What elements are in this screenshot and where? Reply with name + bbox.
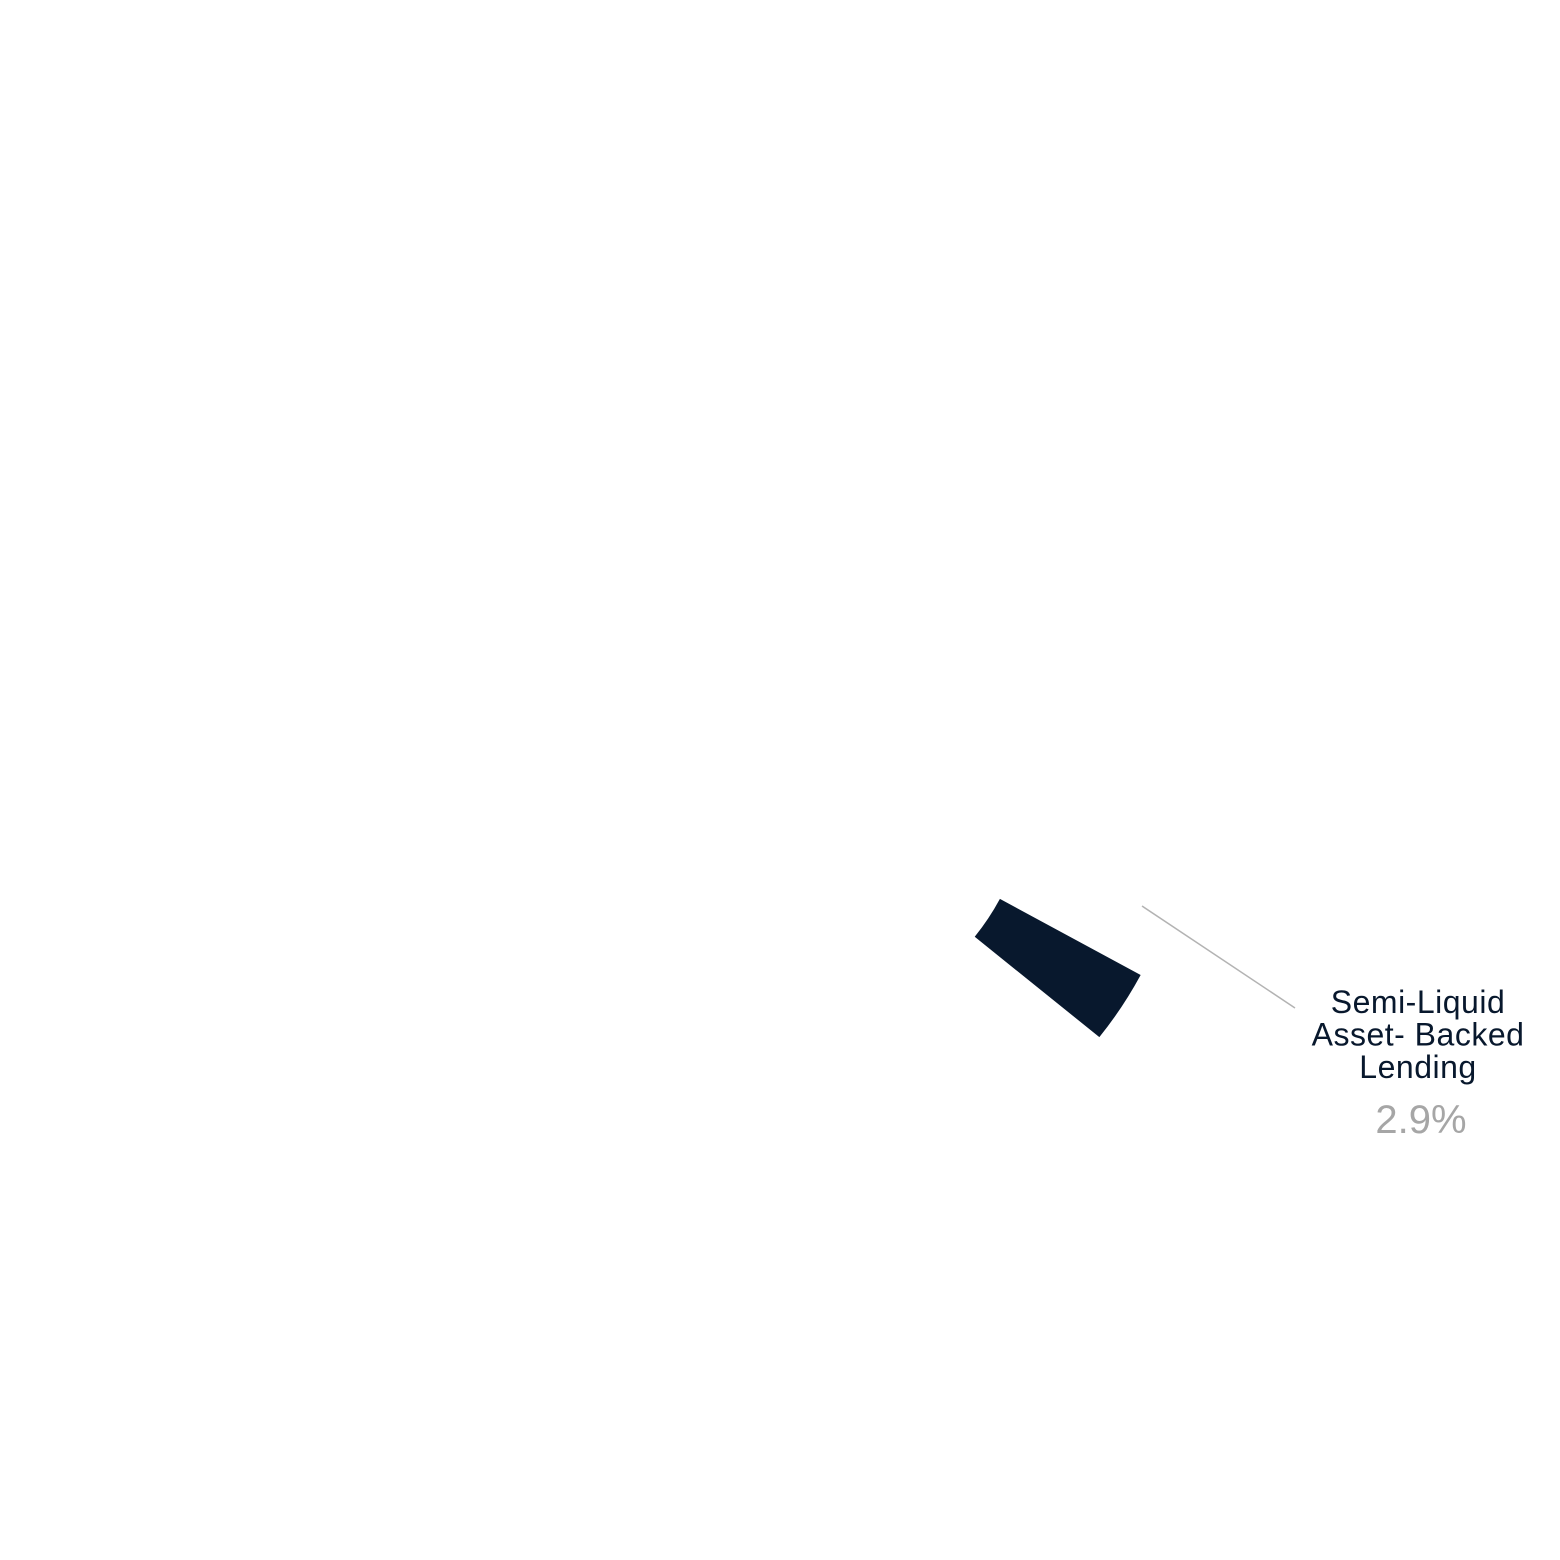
leader-line xyxy=(1141,905,1296,1009)
leader-lines-layer xyxy=(1141,905,1296,1009)
slice-label-line: Asset- Backed xyxy=(1312,1017,1525,1053)
donut-slice[interactable] xyxy=(974,898,1141,1038)
slice-value-label: 2.9% xyxy=(1375,1098,1466,1142)
slice-label-line: Lending xyxy=(1359,1049,1476,1085)
slices-layer xyxy=(974,898,1141,1038)
slice-label-line: Semi-Liquid xyxy=(1331,984,1505,1020)
